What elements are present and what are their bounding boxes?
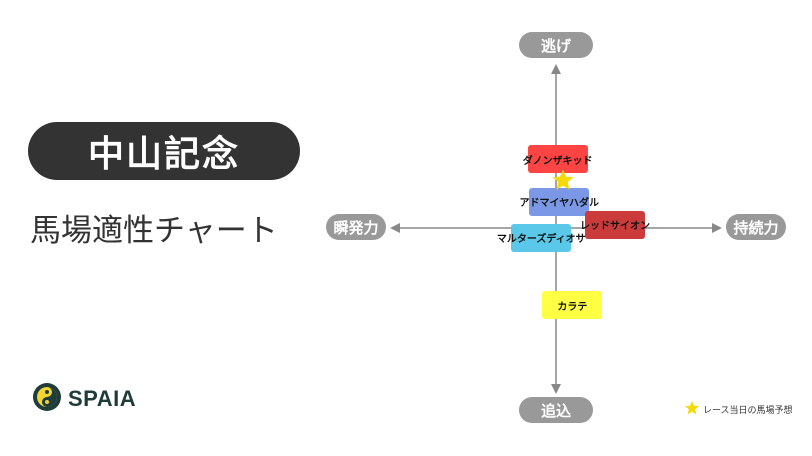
horse-point: レッドサイオン xyxy=(580,210,650,239)
axis-label-bottom: 追込 xyxy=(519,397,593,423)
legend-label: レース当日の馬場予想 xyxy=(703,406,793,416)
spaia-logo-icon xyxy=(32,382,62,416)
horse-point: ダノンザキッド xyxy=(523,145,592,174)
track-prediction-star-icon xyxy=(551,168,575,196)
legend: レース当日の馬場予想 xyxy=(684,400,793,419)
axis-label-right: 持続力 xyxy=(726,214,786,240)
spaia-logo-text: SPAIA xyxy=(68,386,137,411)
horse-point: アドマイヤハダル xyxy=(520,187,599,216)
spaia-logo: SPAIA xyxy=(32,382,136,416)
axis-label-left: 瞬発力 xyxy=(326,214,386,240)
axis-label-top: 逃げ xyxy=(519,32,593,58)
horse-point: カラテ xyxy=(542,291,603,320)
page-title: 中山記念 xyxy=(28,122,300,180)
star-icon xyxy=(684,400,700,419)
horse-point: マルターズディオサ xyxy=(497,223,586,252)
chart-subtitle: 馬場適性チャート xyxy=(30,213,278,249)
